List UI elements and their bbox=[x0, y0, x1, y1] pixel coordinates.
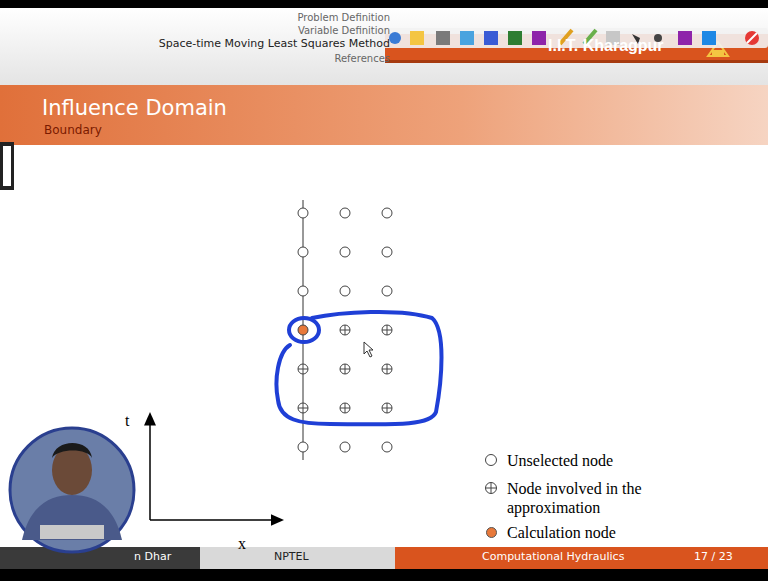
nav-item: Variable Definition bbox=[298, 25, 390, 37]
legend-text: Calculation node bbox=[507, 523, 697, 542]
course-name: Computational Hydraulics bbox=[482, 551, 624, 564]
nav-item: Problem Definition bbox=[298, 12, 391, 24]
footer-text: NPTEL bbox=[274, 551, 309, 564]
author-name: n Dhar bbox=[134, 551, 171, 564]
slide-title: Influence Domain bbox=[42, 96, 227, 120]
legend-text: Node involved in the approximation bbox=[507, 479, 697, 517]
axis-label: x bbox=[238, 535, 246, 553]
legend-swatch bbox=[486, 527, 497, 538]
nav-item-current: Space-time Moving Least Squares Method bbox=[159, 38, 390, 51]
page-number: 17 / 23 bbox=[694, 551, 733, 564]
slide-subtitle: Boundary bbox=[44, 124, 102, 138]
legend-text: Unselected node bbox=[507, 451, 697, 470]
nav-item: References bbox=[334, 53, 390, 65]
institute-name: I.I.T. Kharagpur bbox=[548, 37, 664, 55]
axis-label: t bbox=[125, 412, 129, 430]
